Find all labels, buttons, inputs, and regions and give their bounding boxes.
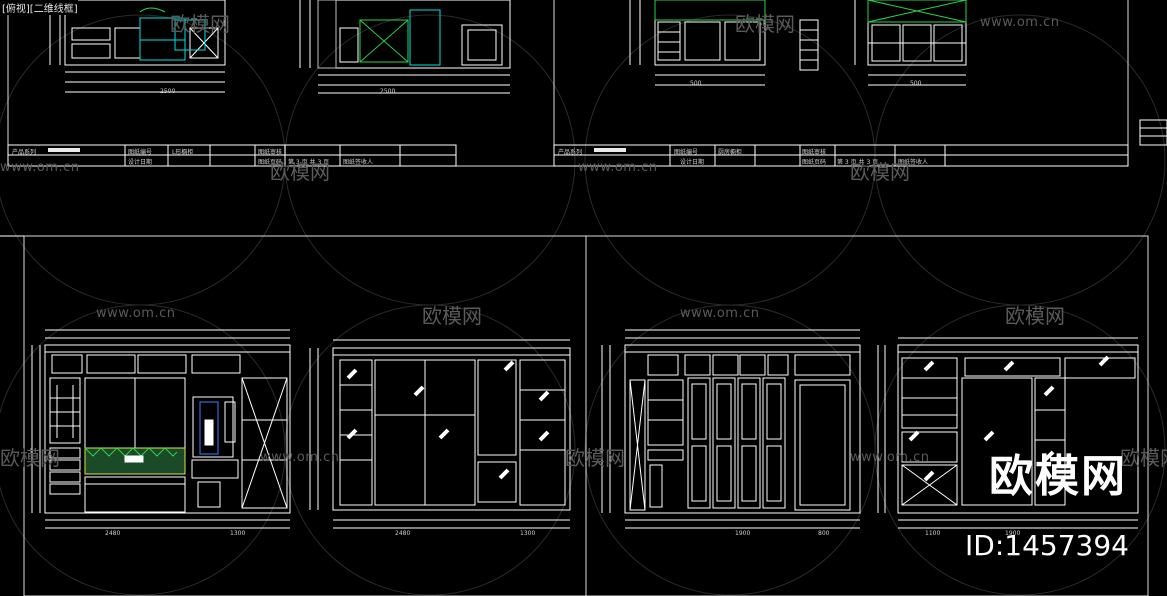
watermark-brand: 欧模网 [850, 160, 910, 184]
watermark-brand: 欧模网 [735, 12, 795, 36]
watermark-brand: 欧模网 [270, 160, 330, 184]
sheet-top-right[interactable] [553, 0, 1167, 167]
title-block-tl-field-3: L形橱柜 [172, 149, 194, 156]
title-block-tl-field-5: 图纸页码 [258, 159, 283, 166]
title-block-tl-field-2: 图纸编号 [128, 149, 153, 156]
watermark-url: www.om.cn [260, 450, 340, 465]
title-block-tr-field-3: 厨房橱柜 [718, 149, 743, 156]
dimension-label: 1300 [520, 530, 536, 537]
dimension-label: 1900 [1005, 530, 1021, 537]
title-block-tr-field-5: 图纸页码 [802, 159, 827, 166]
title-block-tl-field-8: 图纸签收人 [343, 159, 374, 166]
watermark-brand: 欧模网 [170, 12, 230, 36]
title-block-tl-field-7: 图纸审核 [258, 149, 283, 156]
title-block-tr-redacted [594, 148, 626, 152]
watermark-circles [0, 14, 1166, 596]
dimension-label: 800 [818, 530, 830, 537]
dimension-label: 1300 [230, 530, 246, 537]
title-block-tl-field-4: 设计日期 [128, 159, 153, 166]
title-block-tl-field-6: 第 3 页 共 3 页 [288, 159, 330, 166]
watermark-brand: 欧模网 [422, 304, 482, 328]
watermark-url: www.om.cn [980, 15, 1060, 30]
title-block-tr-field-1: 产品系列 [558, 149, 583, 156]
kitchen-elevation-1 [49, 0, 226, 93]
dimension-label: 500 [690, 80, 702, 87]
watermark-url: www.om.cn [850, 450, 930, 465]
sheet-top-left[interactable] [7, 0, 555, 167]
watermark-brand: 欧模网 [1120, 446, 1167, 470]
watermark-brand: 欧模网 [1005, 304, 1065, 328]
dimension-label: 2500 [380, 88, 396, 95]
door-glyphs-b [346, 360, 550, 480]
title-block-tl-field-1: 产品系列 [12, 149, 37, 156]
watermark-url: www.om.cn [96, 306, 176, 321]
brand-id-text: ID:1457394 [965, 529, 1129, 562]
dimension-label: 2480 [105, 530, 121, 537]
watermark-url: www.om.cn [680, 306, 760, 321]
title-block-tr-field-2: 图纸编号 [674, 149, 699, 156]
title-block-tr-field-4: 设计日期 [680, 159, 705, 166]
watermark-brand: 欧模网 [565, 446, 625, 470]
dimension-label: 2480 [395, 530, 411, 537]
watermark-url: www.om.cn [578, 160, 658, 175]
title-block-top-left [7, 144, 457, 167]
wardrobe-elevation-b [309, 339, 571, 529]
door-glyphs-d [908, 355, 1110, 482]
title-block-tr-field-6: 第 3 页 共 3 页 [837, 159, 879, 166]
wardrobe-elevation-d [877, 337, 1139, 529]
wardrobe-elevation-a [31, 329, 291, 529]
viewport-label[interactable]: [俯视][二维线框] [2, 0, 78, 15]
dimension-label: 2500 [160, 88, 176, 95]
title-block-tr-field-7: 图纸审核 [802, 149, 827, 156]
kitchen-elevation-2 [299, 0, 511, 94]
dimension-label: 1100 [925, 530, 941, 537]
sheet-bottom-left[interactable] [0, 235, 587, 596]
wardrobe-elevation-c [601, 329, 861, 529]
watermark-brand: 欧模网 [0, 446, 60, 470]
title-block-tl-redacted [48, 148, 80, 152]
title-block-top-right [553, 144, 1129, 167]
dimension-label: 500 [910, 80, 922, 87]
watermark-url: www.om.cn [0, 160, 80, 175]
title-block-tr-field-8: 图纸签收人 [898, 159, 929, 166]
dimension-label: 1900 [735, 530, 751, 537]
cabinet-elevation-4 [854, 0, 967, 86]
cabinet-elevation-3 [629, 0, 819, 86]
sheet-bottom-right[interactable] [585, 235, 1149, 596]
brand-logo-text: 欧模网 [989, 451, 1127, 502]
